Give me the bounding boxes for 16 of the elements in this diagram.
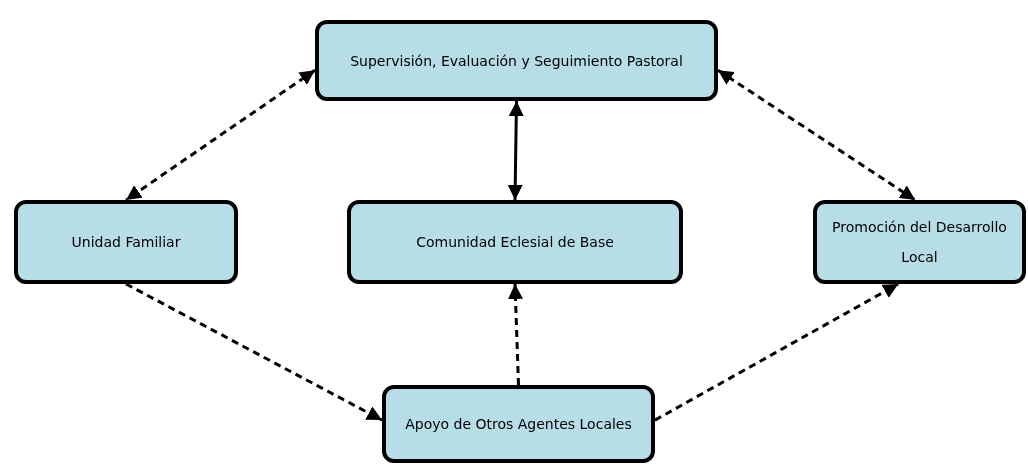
arrow <box>717 68 917 202</box>
node-label: Unidad Familiar <box>71 233 181 252</box>
node-label: Supervisión, Evaluación y Seguimiento Pastoral <box>350 51 683 71</box>
process-box <box>813 200 1026 284</box>
node-label: Apoyo de Otros Agentes Locales <box>405 415 632 434</box>
process-box <box>315 20 718 101</box>
process-box <box>347 200 683 284</box>
arrow <box>507 100 524 201</box>
arrow <box>125 69 316 202</box>
arrow <box>125 282 383 422</box>
node-label: Promoción del Desarrollo Local <box>831 218 1008 267</box>
node-label: Comunidad Eclesial de Base <box>416 233 614 252</box>
arrow <box>654 282 899 422</box>
process-box <box>382 385 655 463</box>
arrow <box>508 283 523 386</box>
process-box <box>14 200 238 284</box>
